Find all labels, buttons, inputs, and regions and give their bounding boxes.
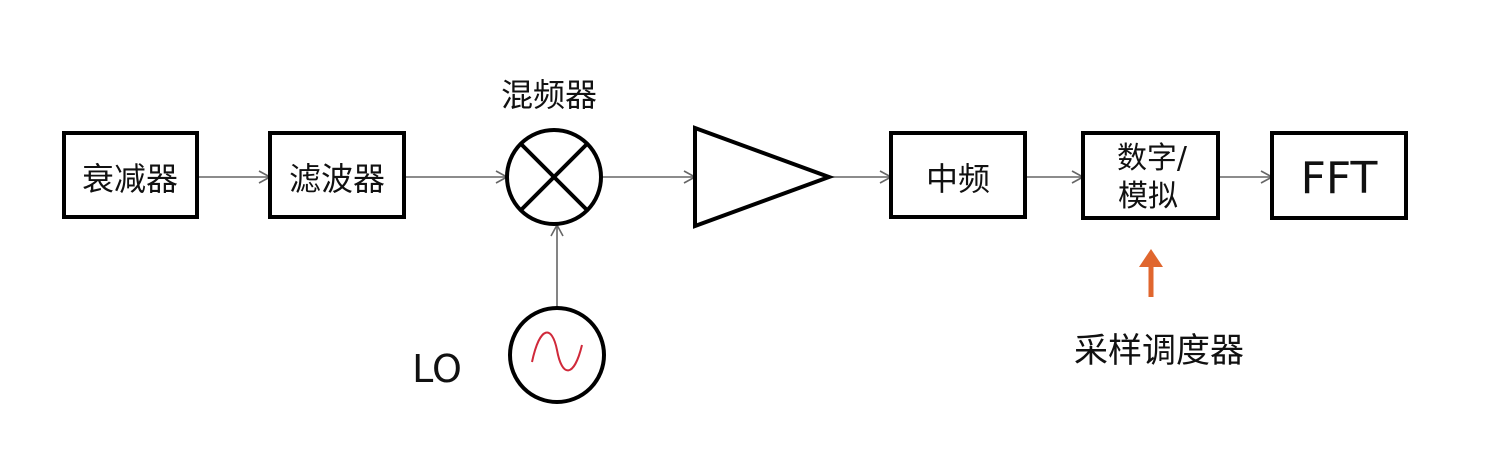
sampling-scheduler-label: 采样调度器 <box>1074 331 1244 371</box>
if-label: 中频 <box>926 160 990 198</box>
if-block: 中频 <box>889 131 1027 219</box>
fft-block: FFT <box>1270 131 1408 220</box>
amplifier-triangle <box>693 125 835 229</box>
sampling-scheduler: 采样调度器 <box>1074 249 1244 371</box>
mixer-block: 混频器 <box>501 76 603 226</box>
adc-block: 数字/ 模拟 <box>1081 131 1220 220</box>
scheduler-arrow-head <box>1139 249 1163 267</box>
sine-wave-icon <box>531 331 583 372</box>
adc-label-line2: 模拟 <box>1118 179 1178 214</box>
lo-label: LO <box>412 347 462 391</box>
lo-block: LO <box>412 306 606 404</box>
adc-label-line1: 数字/ <box>1117 141 1188 176</box>
filter-block: 滤波器 <box>268 131 406 219</box>
attenuator-label: 衰减器 <box>82 160 178 198</box>
mixer-label: 混频器 <box>501 76 597 114</box>
filter-label: 滤波器 <box>289 160 385 198</box>
attenuator-block: 衰减器 <box>62 131 199 219</box>
fft-label: FFT <box>1301 153 1378 204</box>
